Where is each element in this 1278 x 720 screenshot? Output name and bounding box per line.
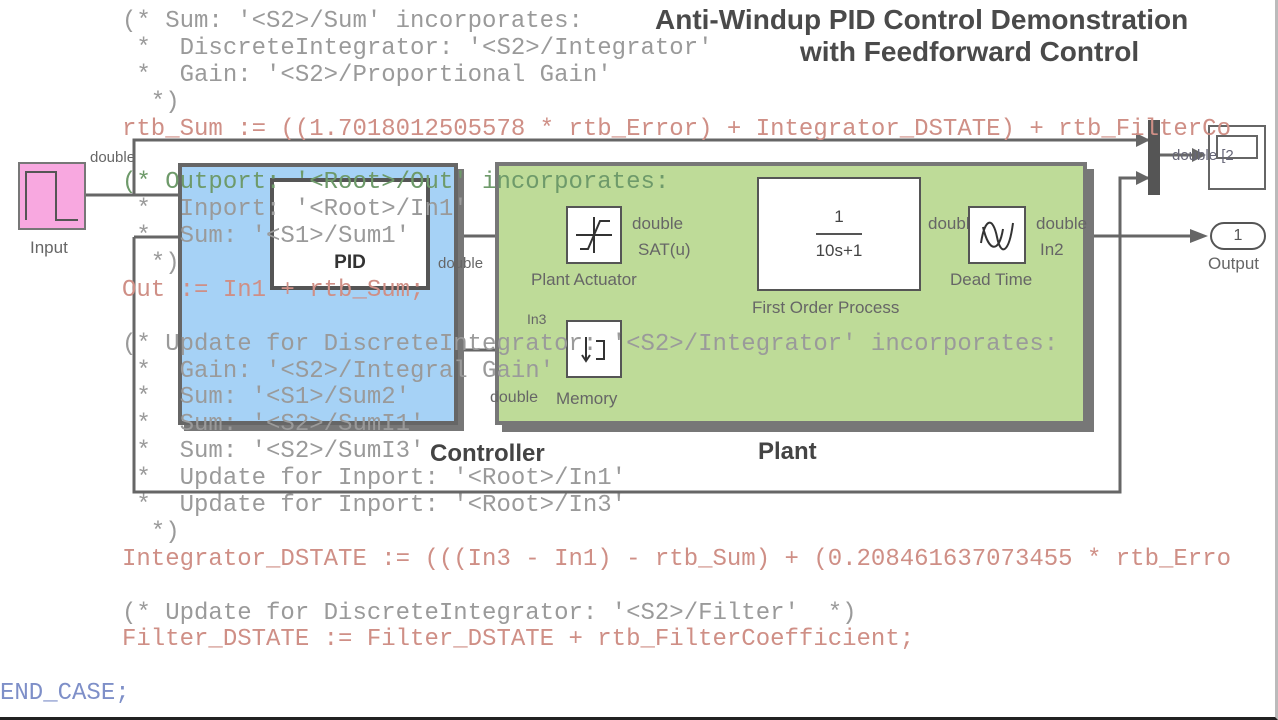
- code-line: * Sum: '<S2>/SumI3': [122, 438, 425, 466]
- signal-type-label: double: [90, 149, 136, 166]
- dead-time-label: Dead Time: [950, 270, 1033, 289]
- pid-block[interactable]: PID: [270, 178, 430, 290]
- code-line: * DiscreteIntegrator: '<S2>/Integrator': [122, 34, 713, 62]
- code-line: * Gain: '<S2>/Proportional Gain': [122, 61, 612, 89]
- diagram-title-line1: Anti-Windup PID Control Demonstration: [655, 4, 1189, 35]
- saturation-block[interactable]: [566, 206, 622, 264]
- output-label: Output: [1208, 254, 1260, 273]
- plant-label: Plant: [758, 438, 817, 465]
- generated-code-overlay: (* Sum: '<S2>/Sum' incorporates: * Discr…: [0, 8, 1231, 708]
- in3-label: In3: [527, 311, 547, 327]
- signal-type-label: double: [632, 214, 684, 233]
- code-line: * Inport: '<Root>/In1': [122, 196, 468, 224]
- fraction-bar: [816, 233, 862, 235]
- in2-label: In2: [1040, 240, 1064, 259]
- code-line: * Gain: '<S2>/Integral Gain': [122, 357, 555, 385]
- plant-actuator-label: Plant Actuator: [531, 270, 637, 289]
- dead-time-block[interactable]: [968, 206, 1026, 264]
- memory-block[interactable]: [566, 320, 622, 378]
- saturation-icon: [576, 217, 612, 253]
- code-line: (* Sum: '<S2>/Sum' incorporates:: [122, 8, 583, 35]
- controller-label: Controller: [430, 440, 545, 467]
- code-line: * Update for Inport: '<Root>/In1': [122, 465, 627, 493]
- code-line: Filter_DSTATE := Filter_DSTATE + rtb_Fil…: [122, 626, 915, 654]
- code-line: (* Update for DiscreteIntegrator: '<S2>/…: [122, 330, 1059, 358]
- first-order-label: First Order Process: [752, 298, 900, 317]
- code-line: *): [122, 250, 180, 278]
- signal-type-label: double: [490, 389, 539, 406]
- memory-label: Memory: [556, 389, 618, 408]
- diagram-title-line2: with Feedforward Control: [800, 36, 1140, 67]
- code-line: * Sum: '<S2>/SumI1': [122, 411, 425, 439]
- code-line: (* Outport: '<Root>/Out' incorporates:: [122, 169, 670, 197]
- pulse-icon: [25, 171, 78, 221]
- code-line: END_CASE;: [0, 680, 130, 708]
- signal-type-label: double: [438, 255, 484, 272]
- code-line: * Sum: '<S1>/Sum2': [122, 384, 411, 412]
- transport-delay-icon: [980, 221, 1014, 251]
- scope-block[interactable]: [1208, 125, 1266, 190]
- code-line: (* Update for DiscreteIntegrator: '<S2>/…: [122, 599, 857, 627]
- scope-signal-label: double [2: [1172, 147, 1234, 164]
- code-line: * Sum: '<S1>/Sum1': [122, 223, 411, 251]
- code-line: *): [122, 88, 180, 116]
- code-line: *): [122, 518, 180, 546]
- pid-label: PID: [334, 252, 366, 273]
- output-port[interactable]: 1: [1210, 222, 1266, 250]
- signal-type-label: double: [1036, 214, 1088, 233]
- scope-screen-icon: [1216, 135, 1258, 159]
- transfer-function-block[interactable]: 1 10s+1: [757, 177, 921, 291]
- tf-denominator: 10s+1: [815, 241, 863, 260]
- code-line: * Update for Inport: '<Root>/In3': [122, 492, 627, 520]
- tf-numerator: 1: [834, 207, 844, 226]
- signal-type-label: double: [928, 214, 980, 233]
- input-block[interactable]: [18, 162, 86, 230]
- code-line: Out := In1 + rtb_Sum;: [122, 276, 425, 304]
- sat-signal-label: SAT(u): [638, 240, 691, 259]
- input-label: Input: [30, 238, 68, 257]
- memory-icon: [581, 337, 605, 363]
- code-line: rtb_Sum := ((1.7018012505578 * rtb_Error…: [122, 115, 1231, 143]
- code-line: Integrator_DSTATE := (((In3 - In1) - rtb…: [122, 545, 1231, 573]
